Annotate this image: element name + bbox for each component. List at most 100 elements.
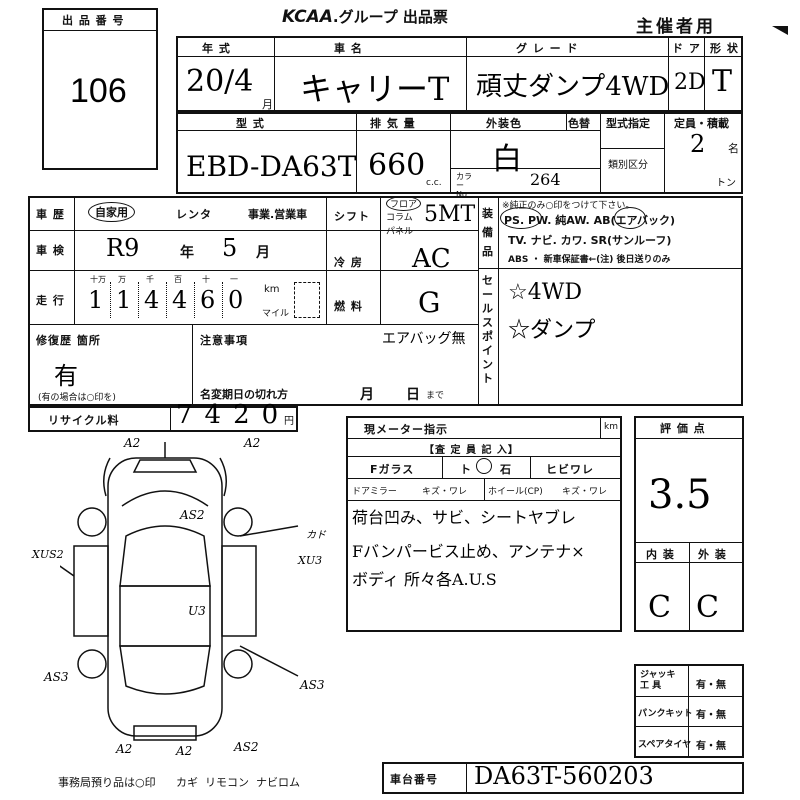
mileage-digit: 1 (116, 286, 132, 314)
meter-unit: km (604, 422, 618, 432)
damage-mark-9: A2 (176, 744, 193, 758)
chassis-box (382, 762, 744, 794)
shift-opt-column: コラム (386, 213, 413, 223)
recycle-label: リサイクル料 (48, 414, 120, 427)
repair-note: (有の場合は○印を) (38, 393, 116, 403)
equipment-ab-circle (614, 207, 646, 229)
mileage-digit-header: 十万 (90, 275, 106, 284)
rename-day: 日 (406, 387, 421, 403)
shift-label: シフト (334, 210, 370, 223)
mileage-box (294, 282, 320, 318)
corner-mark (772, 26, 788, 35)
displacement-unit: c.c. (426, 178, 442, 188)
mileage-digit: 1 (88, 286, 104, 314)
interior-value: C (648, 590, 671, 625)
mileage-digit-header: 百 (174, 275, 182, 284)
front-left-fender (103, 457, 111, 497)
office-label: 事務局預り品は○印 (58, 776, 156, 789)
remark-2: Fバンパービス止め、アンテナ× (352, 542, 585, 561)
name-label: 車 名 (334, 42, 363, 55)
wheel-front-right (223, 507, 253, 537)
damage-mark-7: AS3 (300, 678, 325, 692)
mileage-digit: 0 (228, 286, 244, 314)
class-label: 類別区分 (608, 160, 648, 171)
glass-label: Fガラス (370, 463, 415, 476)
mileage-digit-separator (110, 282, 111, 318)
capacity-label: 定員・積載 (674, 117, 729, 130)
tools-box (634, 664, 744, 758)
lot-number-box (42, 8, 158, 170)
capacity-value: 2 (690, 130, 706, 158)
shift-value: 5MT (424, 202, 476, 227)
mileage-digit: 4 (172, 286, 188, 314)
aircon-value: AC (412, 244, 451, 274)
model-value: EBD-DA63T (186, 150, 357, 183)
car-hood-line (121, 490, 209, 507)
copy-label: 主催者用 (636, 17, 716, 37)
year-value: 20/4 (186, 64, 254, 99)
year-label: 年 式 (202, 42, 231, 55)
capacity-unit: 名 (728, 142, 739, 155)
damage-mark-8: A2 (116, 742, 133, 756)
tool-puncture-label: パンクキット (638, 709, 693, 719)
history-option-business: 事業.営業車 (248, 208, 308, 221)
mileage-digit-header: 万 (118, 275, 126, 284)
remark-1: 荷台凹み、サビ、シートヤブレ (352, 508, 577, 527)
shift-opt-floor: フロア (386, 196, 422, 211)
pointer-right-front (239, 525, 299, 537)
car-rear-bumper (133, 725, 197, 741)
mileage-digit-separator (222, 282, 223, 318)
meter-label: 現メーター指示 (364, 423, 448, 436)
damage-mark-2: A2 (244, 436, 261, 450)
mileage-digit: 4 (144, 286, 160, 314)
shape-value: T (712, 64, 733, 99)
notes-value: エアバッグ無 (382, 331, 466, 347)
inspection-label: 車 検 (36, 244, 65, 257)
wheel-options: キズ・ワレ (562, 487, 608, 497)
meter-box (346, 416, 622, 632)
car-front-bumper (132, 459, 198, 473)
mileage-digit-separator (166, 282, 167, 318)
mileage-unit-km: km (264, 284, 280, 295)
recycle-value: 7420 (176, 400, 291, 430)
car-rear-window (119, 645, 211, 695)
damage-mark-6: AS3 (44, 670, 69, 684)
remark-3: ボディ 所々各A.U.S (352, 570, 497, 589)
exterior-value: C (696, 590, 719, 625)
rating-label: 評 価 点 (660, 422, 706, 435)
damage-mark-11: XUS2 (32, 548, 64, 561)
history-label: 車 歴 (36, 208, 65, 221)
sheet-title: KCAA.グループ 出品票 (282, 7, 448, 27)
inspection-era: R9 (106, 234, 140, 262)
row1-box (176, 36, 743, 112)
car-roof (119, 585, 211, 647)
equipment-note: ※純正のみ○印をつけて下さい。 (502, 201, 635, 211)
model-label: 型 式 (236, 117, 265, 130)
damage-mark-5: XU3 (298, 554, 323, 567)
equipment-label: 装備品 (482, 207, 493, 258)
displacement-label: 排 気 量 (370, 117, 416, 130)
damage-mark-1: A2 (124, 436, 141, 450)
rename-month: 月 (360, 387, 375, 403)
repair-value: 有 (54, 362, 78, 390)
rename-until: まで (426, 391, 445, 401)
mileage-label: 走 行 (36, 294, 65, 307)
fuel-label: 燃 料 (334, 300, 363, 313)
history-option-private: 自家用 (88, 202, 135, 222)
equipment-ps-circle (500, 207, 542, 229)
rating-value: 3.5 (648, 472, 712, 518)
aircon-label: 冷 房 (334, 256, 363, 269)
tool-spare-value: 有・無 (696, 741, 726, 752)
color-value: 白 (492, 142, 522, 177)
brand-logo: KCAA (282, 7, 333, 27)
tool-jack-label: ジャッキ 工 具 (640, 670, 676, 691)
inspection-month: 5 (222, 234, 238, 262)
pointer-left (60, 565, 75, 577)
office-items: カギ リモコン ナビロム (176, 776, 300, 789)
wheel-rear-left (77, 649, 107, 679)
damage-mark-10: AS2 (234, 740, 259, 754)
mileage-digit-separator (194, 282, 195, 318)
rename-label: 名変期日の切れ方 (200, 388, 288, 401)
exterior-label: 外 装 (698, 548, 727, 561)
lot-number: 106 (70, 72, 127, 110)
